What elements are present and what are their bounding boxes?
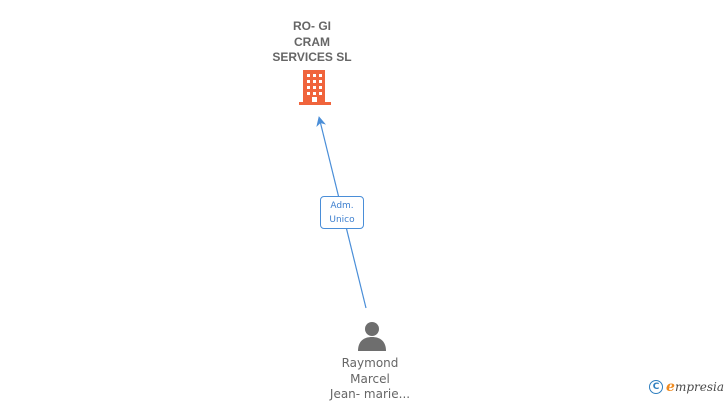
brand-logo-initial: e xyxy=(666,379,675,395)
company-name-line: SERVICES SL xyxy=(272,50,352,64)
person-name[interactable]: Raymond Marcel Jean- marie... xyxy=(305,356,435,403)
relation-label[interactable]: Adm. Unico xyxy=(320,196,364,229)
person-name-line: Jean- marie... xyxy=(329,387,411,401)
company-name-line: RO- GI xyxy=(293,19,331,33)
brand-watermark: C empresia xyxy=(649,378,724,396)
relation-label-line: Unico xyxy=(329,215,355,225)
copyright-icon: C xyxy=(649,380,664,394)
company-name-line: CRAM xyxy=(294,34,330,49)
building-icon[interactable] xyxy=(298,70,332,111)
brand-logo-rest: mpresia xyxy=(674,380,724,394)
brand-logo: empresia xyxy=(666,379,724,395)
person-name-line: Raymond xyxy=(341,356,399,370)
person-icon[interactable] xyxy=(357,320,387,357)
relation-label-line: Adm. xyxy=(330,201,354,211)
company-name[interactable]: RO- GI CRAM SERVICES SL xyxy=(252,19,372,66)
person-name-line: Marcel xyxy=(350,371,390,386)
